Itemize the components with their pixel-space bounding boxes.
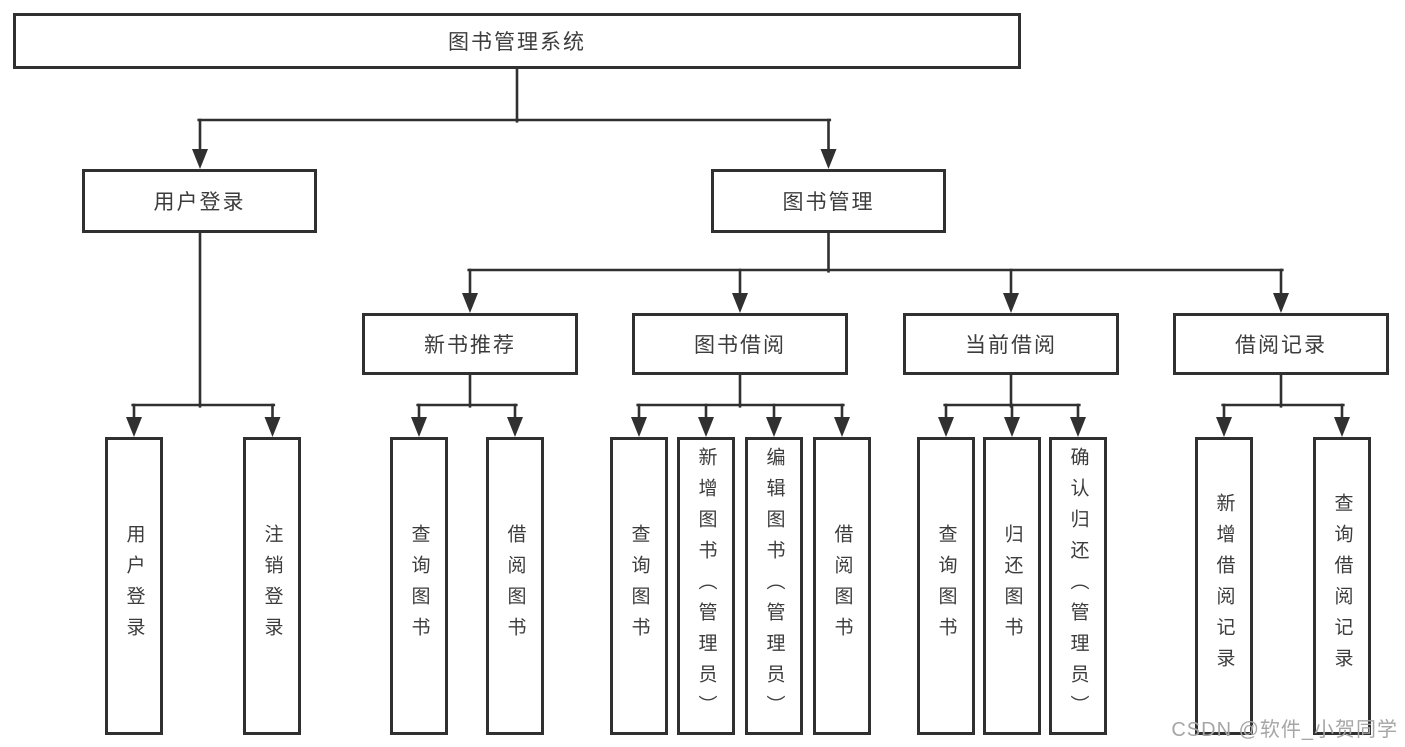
leaf-query-books-borrow: 查询图书 (610, 437, 668, 735)
node-user-login: 用户登录 (82, 169, 317, 233)
leaf-label: 编辑图书（管理员） (763, 446, 785, 726)
leaf-label: 用户登录 (123, 524, 145, 648)
leaf-return-books: 归还图书 (983, 437, 1041, 735)
node-borrow-records: 借阅记录 (1173, 313, 1389, 375)
leaf-query-books-current: 查询图书 (917, 437, 975, 735)
node-new-book-recommend: 新书推荐 (362, 313, 578, 375)
leaf-logout-login: 注销登录 (243, 437, 301, 735)
leaf-user-login: 用户登录 (105, 437, 163, 735)
leaf-label: 归还图书 (1001, 524, 1023, 648)
node-book-management: 图书管理 (711, 169, 946, 233)
leaf-label: 新增借阅记录 (1213, 493, 1235, 679)
leaf-label: 借阅图书 (504, 524, 526, 648)
node-current-borrow: 当前借阅 (903, 313, 1119, 375)
leaf-label: 查询图书 (628, 524, 650, 648)
leaf-label: 查询借阅记录 (1331, 493, 1353, 679)
node-book-borrow: 图书借阅 (632, 313, 848, 375)
leaf-label: 查询图书 (935, 524, 957, 648)
leaf-add-borrow-record: 新增借阅记录 (1195, 437, 1253, 735)
leaf-confirm-return-admin: 确认归还（管理员） (1049, 437, 1107, 735)
leaf-edit-book-admin: 编辑图书（管理员） (745, 437, 803, 735)
leaf-add-book-admin: 新增图书（管理员） (677, 437, 735, 735)
leaf-query-books-recommend: 查询图书 (390, 437, 448, 735)
csdn-watermark: CSDN @软件_小贺同学 (1171, 719, 1398, 741)
leaf-query-borrow-record: 查询借阅记录 (1313, 437, 1371, 735)
leaf-borrow-books: 借阅图书 (813, 437, 871, 735)
leaf-label: 确认归还（管理员） (1067, 446, 1089, 726)
leaf-label: 注销登录 (261, 524, 283, 648)
leaf-label: 新增图书（管理员） (695, 446, 717, 726)
leaf-borrow-books-recommend: 借阅图书 (486, 437, 544, 735)
node-library-management-system: 图书管理系统 (13, 13, 1021, 69)
leaf-label: 查询图书 (408, 524, 430, 648)
leaf-label: 借阅图书 (831, 524, 853, 648)
